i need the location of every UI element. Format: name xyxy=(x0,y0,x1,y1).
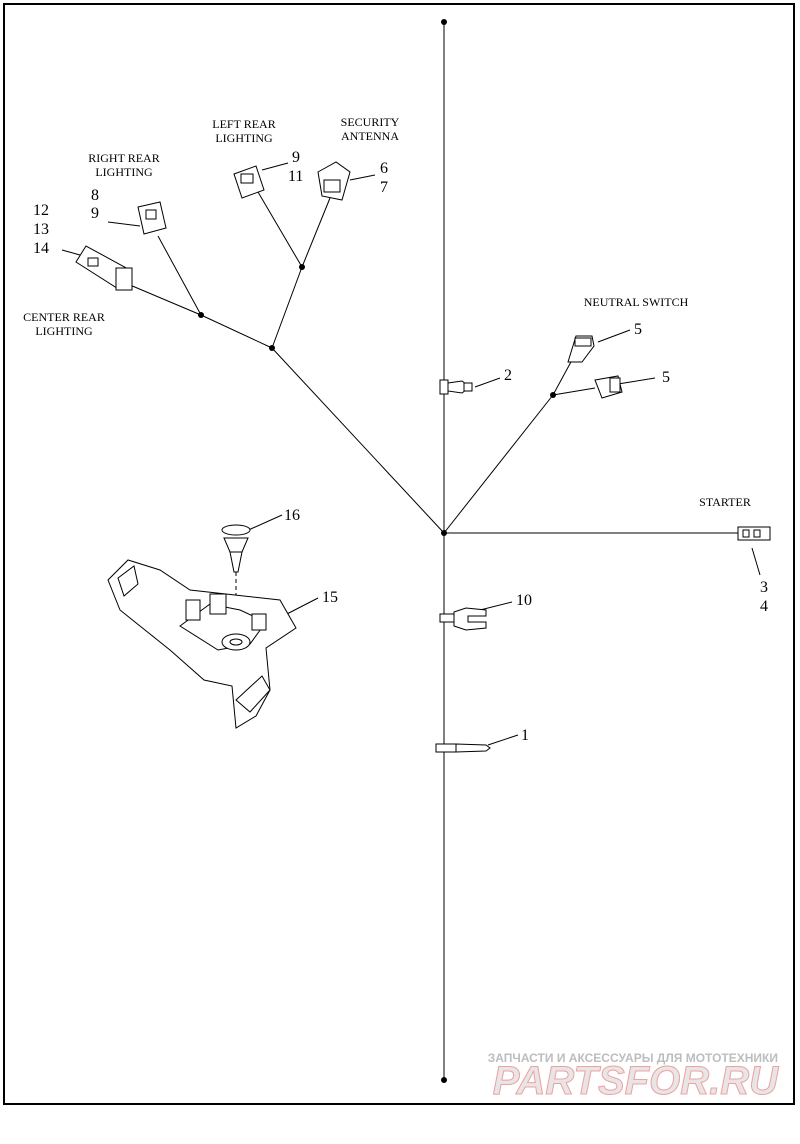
neutral-switch-connector-icon xyxy=(567,335,595,363)
push-pin-icon xyxy=(221,524,251,573)
callout-15: 15 xyxy=(322,589,338,606)
callout-16: 16 xyxy=(284,507,300,524)
callout-11: 11 xyxy=(288,168,303,185)
security-antenna-connector-icon xyxy=(317,161,351,201)
callout-9b: 9 xyxy=(91,205,99,222)
left-rear-lighting-connector-icon xyxy=(233,165,265,199)
right-rear-lighting-caption: RIGHT REAR xyxy=(88,151,159,165)
fitting-icon xyxy=(439,607,487,631)
starter-caption: STARTER xyxy=(699,495,751,509)
callout-5b: 5 xyxy=(662,369,670,386)
watermark-text: ЗАПЧАСТИ И АКСЕССУАРЫ ДЛЯ МОТОТЕХНИКИ xyxy=(488,1051,778,1065)
diagram-frame xyxy=(3,3,795,1105)
callout-4: 4 xyxy=(760,598,768,615)
center-rear-lighting-connector-icon xyxy=(75,245,133,291)
callout-2: 2 xyxy=(504,367,512,384)
neutral-switch-branch xyxy=(443,394,554,534)
callout-6: 6 xyxy=(380,160,388,177)
security-antenna-caption: SECURITY xyxy=(341,115,400,129)
terminal-icon xyxy=(435,743,491,753)
callout-1: 1 xyxy=(521,727,529,744)
right-rear-lighting-connector-icon xyxy=(137,201,167,235)
callout-7: 7 xyxy=(380,179,388,196)
watermark-logo: PARTSFOR.RU xyxy=(493,1059,779,1103)
center-rear-lighting-caption: CENTER REAR xyxy=(23,310,105,324)
security-antenna-caption-2: ANTENNA xyxy=(341,129,399,143)
bracket-tray-icon xyxy=(107,559,297,729)
starter-connector-icon xyxy=(737,526,771,541)
clip-icon xyxy=(439,379,473,395)
neutral-switch-caption: NEUTRAL SWITCH xyxy=(584,295,689,309)
left-rear-lighting-caption: LEFT REAR xyxy=(212,117,275,131)
right-rear-lighting-caption-2: LIGHTING xyxy=(95,165,153,179)
callout-14: 14 xyxy=(33,240,49,257)
callout-13: 13 xyxy=(33,221,49,238)
callout-5a: 5 xyxy=(634,321,642,338)
callout-10: 10 xyxy=(516,592,532,609)
neutral-switch-connector-2-icon xyxy=(594,375,623,399)
center-rear-lighting-caption-2: LIGHTING xyxy=(35,324,93,338)
left-rear-lighting-caption-2: LIGHTING xyxy=(215,131,273,145)
callout-9a: 9 xyxy=(292,149,300,166)
callout-12: 12 xyxy=(33,202,49,219)
rear-lighting-branch xyxy=(271,347,445,534)
callout-8: 8 xyxy=(91,187,99,204)
callout-3: 3 xyxy=(760,579,768,596)
